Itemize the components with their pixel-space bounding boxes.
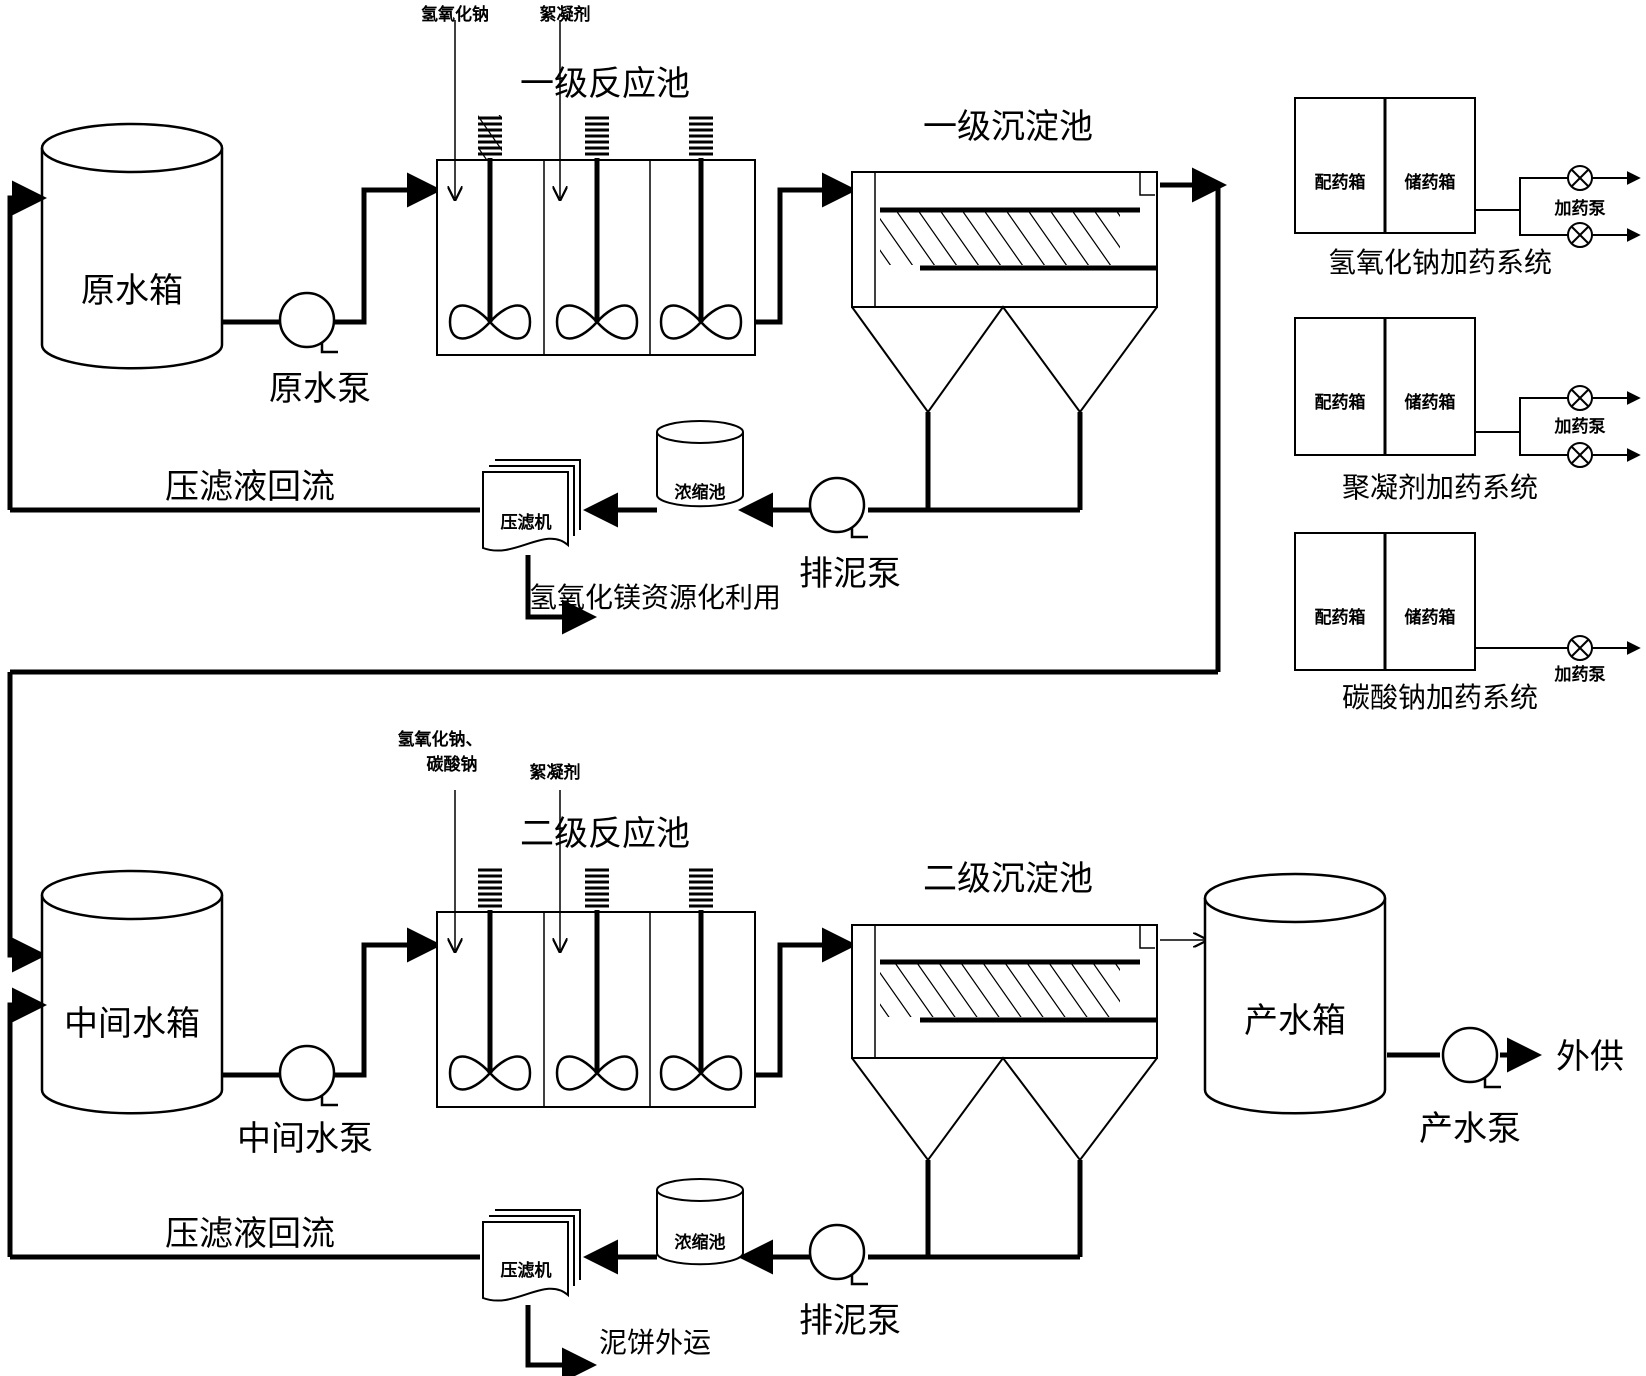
stage2-sludge-pump-label: 排泥泵: [799, 1301, 901, 1341]
raw-water-tank-label: 原水箱: [81, 271, 183, 311]
stage1-settler: 一级沉淀池: [851, 107, 1158, 414]
stage2-flocculant-dose-label: 絮凝剂: [530, 762, 581, 783]
agitator: [448, 115, 532, 340]
stage1-pipes: [7, 167, 1227, 973]
dosing-pump-icon: [1567, 635, 1593, 661]
agitator: [659, 868, 743, 1091]
dosing-system-naoh: 配药箱 储药箱 加药泵 氢氧化钠加药系统: [1294, 97, 1641, 279]
stage1-flocculant-dose-label: 絮凝剂: [540, 4, 591, 25]
stage1-reactor: 一级反应池: [421, 4, 756, 356]
product-water-pump-label: 产水泵: [1419, 1109, 1521, 1149]
stage2-pipes: [7, 927, 1440, 1376]
stage1-sludge-pump-label: 排泥泵: [799, 554, 901, 594]
storage-tank-label: 储药箱: [1405, 172, 1456, 193]
dosing-pump-icon: [1567, 222, 1593, 248]
stage1-thickener: 浓缩池: [656, 420, 744, 508]
dosing-pump-label: 加药泵: [1554, 198, 1606, 219]
product-water-tank-label: 产水箱: [1244, 1001, 1346, 1041]
stage1-naoh-dose-label: 氢氧化钠: [421, 4, 489, 25]
stage2-settler: 二级沉淀池: [851, 859, 1158, 1162]
agitator: [555, 116, 639, 340]
agitator: [555, 868, 639, 1091]
product-water-pump: 产水泵: [1419, 1026, 1521, 1149]
agitator: [448, 868, 532, 1091]
dosing-pump-icon: [1567, 165, 1593, 191]
stage1-filter-press: 压滤机: [482, 459, 581, 552]
product-water-tank: 产水箱: [1203, 872, 1387, 1115]
stage2-filter-press-label: 压滤机: [501, 1260, 552, 1281]
stage2-filtrate-return-label: 压滤液回流: [165, 1214, 335, 1254]
external-supply-label: 外供: [1556, 1037, 1624, 1077]
stage2: 中间水箱 中间水泵: [7, 729, 1624, 1376]
stage1: 原水箱 原水泵: [7, 4, 1227, 973]
stage2-reactor: 二级反应池: [398, 729, 756, 1108]
raw-water-pump: 原水泵: [269, 291, 371, 409]
dosing-system-title: 聚凝剂加药系统: [1342, 471, 1538, 504]
stage1-byproduct-label: 氢氧化镁资源化利用: [529, 581, 781, 614]
stage1-filter-press-label: 压滤机: [501, 512, 552, 533]
stage2-settler-label: 二级沉淀池: [923, 859, 1093, 899]
stage2-filter-press: 压滤机: [482, 1209, 581, 1302]
stage1-filtrate-return-label: 压滤液回流: [165, 467, 335, 507]
dosing-system-title: 氢氧化钠加药系统: [1328, 246, 1552, 279]
stage1-thickener-label: 浓缩池: [675, 482, 726, 503]
dosing-pump-label: 加药泵: [1554, 416, 1606, 437]
dosing-system-coagulant: 配药箱 储药箱 加药泵 聚凝剂加药系统: [1294, 317, 1641, 504]
dosing-system-na2co3: 配药箱 储药箱 加药泵 碳酸钠加药系统: [1294, 532, 1641, 714]
dosing-pump-icon: [1567, 385, 1593, 411]
storage-tank-label: 储药箱: [1405, 607, 1456, 628]
stage2-chem-dose-label-1: 氢氧化钠、: [398, 729, 483, 750]
stage2-reactor-label: 二级反应池: [520, 814, 690, 854]
dosing-pump-icon: [1567, 442, 1593, 468]
intermediate-water-pump-label: 中间水泵: [237, 1119, 373, 1159]
intermediate-water-pump: 中间水泵: [237, 1044, 373, 1159]
stage2-chem-dose-label-2: 碳酸钠: [427, 754, 478, 775]
storage-tank-label: 储药箱: [1405, 392, 1456, 413]
mixing-tank-label: 配药箱: [1315, 392, 1366, 413]
raw-water-tank: 原水箱: [40, 122, 224, 370]
intermediate-water-tank-label: 中间水箱: [64, 1004, 200, 1044]
stage1-settler-label: 一级沉淀池: [923, 107, 1093, 147]
intermediate-water-tank: 中间水箱: [40, 869, 224, 1115]
stage2-sludge-pump: 排泥泵: [799, 1223, 901, 1341]
stage2-thickener: 浓缩池: [656, 1178, 744, 1266]
sludge-cake-label: 泥饼外运: [599, 1326, 711, 1359]
mixing-tank-label: 配药箱: [1315, 172, 1366, 193]
mixing-tank-label: 配药箱: [1315, 607, 1366, 628]
dosing-system-title: 碳酸钠加药系统: [1342, 681, 1538, 714]
agitator: [659, 116, 743, 340]
stage2-thickener-label: 浓缩池: [675, 1232, 726, 1253]
stage1-sludge-pump: 排泥泵: [799, 476, 901, 594]
raw-water-pump-label: 原水泵: [269, 369, 371, 409]
stage1-reactor-label: 一级反应池: [520, 64, 690, 104]
dosing-pump-label: 加药泵: [1554, 664, 1606, 685]
